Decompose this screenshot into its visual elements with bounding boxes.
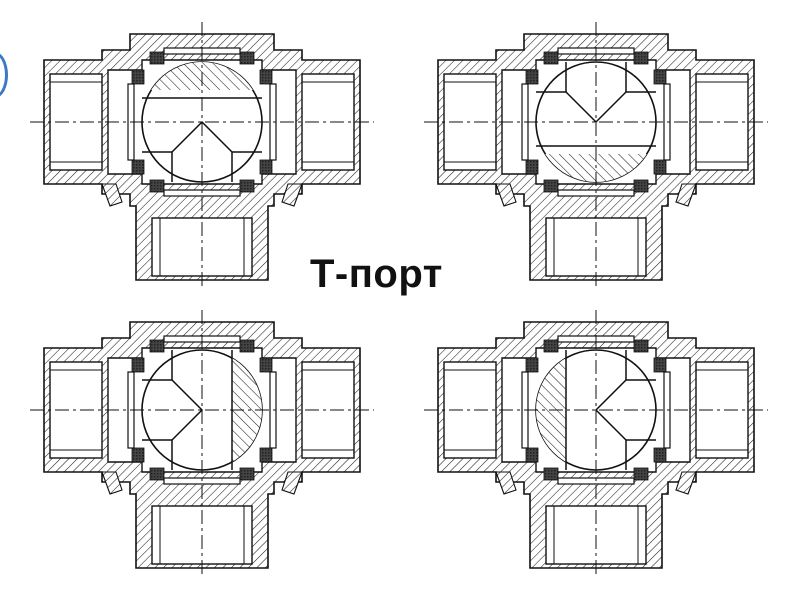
seal-ring — [149, 339, 165, 353]
flange-detail — [281, 471, 303, 495]
seal-ring — [633, 467, 649, 481]
seal-ring — [131, 159, 145, 175]
flange-detail — [281, 183, 303, 207]
seal-ring — [149, 51, 165, 65]
flange-detail — [495, 471, 517, 495]
seal-ring — [633, 339, 649, 353]
seal-ring — [149, 179, 165, 193]
seal-ring — [525, 159, 539, 175]
seal-ring — [543, 51, 559, 65]
flange-detail — [101, 183, 123, 207]
seal-ring — [653, 69, 667, 85]
seal-ring — [543, 339, 559, 353]
valve-section-bottom-right — [424, 310, 768, 578]
seal-ring — [259, 69, 273, 85]
seal-ring — [239, 339, 255, 353]
seal-ring — [525, 69, 539, 85]
t-port-caption: Т-порт — [310, 252, 443, 296]
seal-ring — [259, 159, 273, 175]
seal-ring — [259, 447, 273, 463]
seal-ring — [543, 467, 559, 481]
flange-detail — [101, 471, 123, 495]
seal-ring — [259, 357, 273, 373]
seal-ring — [633, 51, 649, 65]
seal-ring — [131, 69, 145, 85]
seal-ring — [653, 159, 667, 175]
flange-detail — [675, 471, 697, 495]
seal-ring — [653, 357, 667, 373]
seal-ring — [239, 179, 255, 193]
valve-section-top-right — [424, 22, 768, 290]
seal-ring — [525, 357, 539, 373]
seal-ring — [239, 51, 255, 65]
seal-ring — [653, 447, 667, 463]
seal-ring — [543, 179, 559, 193]
flange-detail — [495, 183, 517, 207]
seal-ring — [239, 467, 255, 481]
valve-section-top-left — [30, 22, 374, 290]
seal-ring — [131, 447, 145, 463]
flange-detail — [675, 183, 697, 207]
seal-ring — [131, 357, 145, 373]
seal-ring — [633, 179, 649, 193]
valve-section-bottom-left — [30, 310, 374, 578]
seal-ring — [149, 467, 165, 481]
seal-ring — [525, 447, 539, 463]
